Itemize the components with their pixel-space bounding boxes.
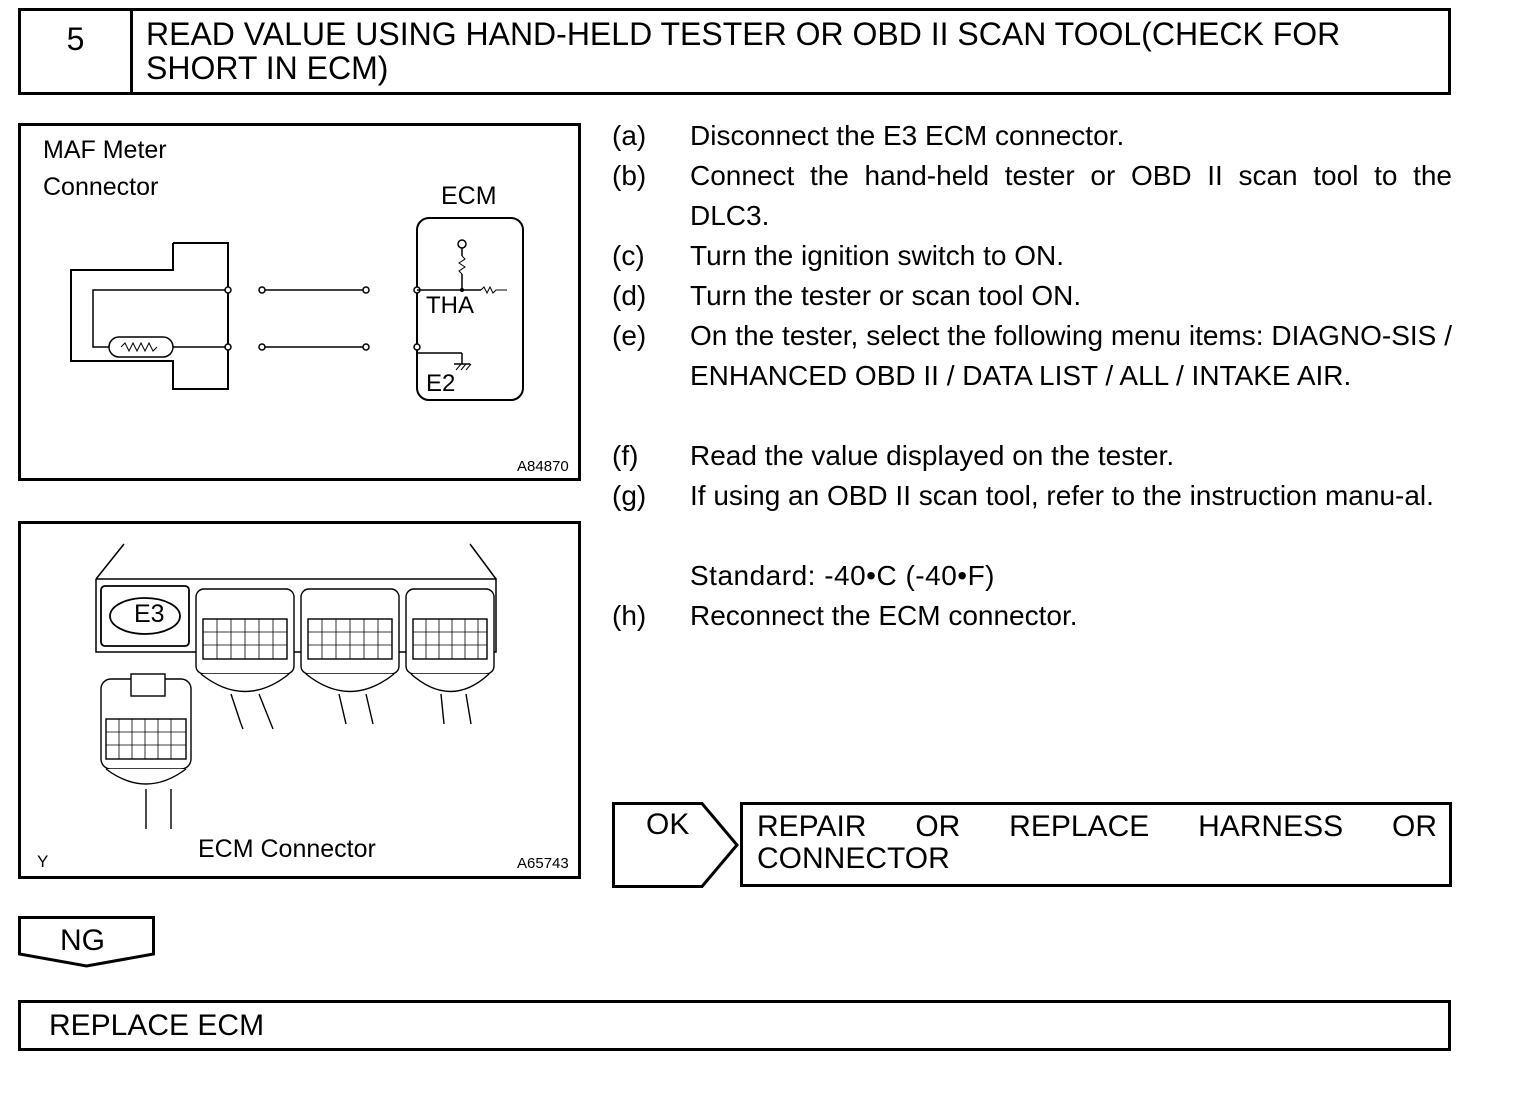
step-letter: (d) xyxy=(612,280,647,311)
step-letter: (f) xyxy=(612,440,639,471)
ng-result-box: REPLACE ECM xyxy=(18,1000,1451,1051)
step-text: Connect the hand-held tester or OBD II s… xyxy=(690,160,1452,231)
ecm-connector-caption: ECM Connector xyxy=(198,835,376,863)
step-letter: (h) xyxy=(612,600,647,631)
step-f: (f) Read the value displayed on the test… xyxy=(612,436,1452,476)
step-title: READ VALUE USING HAND-HELD TESTER OR OBD… xyxy=(146,16,1341,86)
ecm-connector-figure: E3 ECM Connector Y A65743 xyxy=(18,521,581,879)
step-d: (d) Turn the tester or scan tool ON. xyxy=(612,276,1452,316)
figure-id: A84870 xyxy=(517,458,569,475)
tha-label: THA xyxy=(426,292,474,319)
disconnected-e3-plug xyxy=(100,673,192,829)
ng-arrow-icon xyxy=(18,916,155,968)
corner-letter: Y xyxy=(37,852,49,871)
step-text: Reconnect the ECM connector. xyxy=(690,600,1078,631)
step-header: 5 READ VALUE USING HAND-HELD TESTER OR O… xyxy=(18,8,1451,95)
ok-result-line2: CONNECTOR xyxy=(757,842,950,875)
step-b: (b) Connect the hand-held tester or OBD … xyxy=(612,156,1452,236)
ecm-label: ECM xyxy=(441,182,497,210)
ng-result-text: REPLACE ECM xyxy=(49,1009,265,1042)
maf-terminal-top xyxy=(224,286,232,294)
step-letter: (e) xyxy=(612,320,647,351)
wiring-schematic xyxy=(70,217,524,401)
step-letter: (g) xyxy=(612,480,647,511)
step-text: If using an OBD II scan tool, refer to t… xyxy=(690,480,1434,511)
wiring-diagram-figure: MAF Meter Connector ECM xyxy=(18,123,581,481)
step-e: (e) On the tester, select the following … xyxy=(612,316,1452,436)
e3-label: E3 xyxy=(134,600,165,628)
step-c: (c) Turn the ignition switch to ON. xyxy=(612,236,1452,276)
ok-result-box: REPAIR OR REPLACE HARNESS OR CONNECTOR xyxy=(740,802,1452,887)
thermistor-symbol xyxy=(108,336,174,358)
ok-arrow-icon xyxy=(612,802,739,888)
step-g: (g) If using an OBD II scan tool, refer … xyxy=(612,476,1452,556)
ecm-housing xyxy=(95,578,497,653)
step-text: Turn the ignition switch to ON. xyxy=(690,240,1065,271)
step-a: (a) Disconnect the E3 ECM connector. xyxy=(612,116,1452,156)
figure-id: A65743 xyxy=(517,855,569,872)
ecm-box xyxy=(416,217,524,401)
step-h: (h) Reconnect the ECM connector. xyxy=(612,596,1452,636)
step-text: On the tester, select the following menu… xyxy=(690,320,1452,391)
ok-label: OK xyxy=(646,808,690,841)
maf-connector-outline xyxy=(70,242,229,390)
step-letter: (a) xyxy=(612,120,647,151)
step-letter: (b) xyxy=(612,160,647,191)
maf-terminal-bottom xyxy=(224,343,232,351)
ecm-connector-illustration xyxy=(95,543,497,829)
plug-3 xyxy=(405,588,495,725)
e2-label: E2 xyxy=(426,370,456,397)
standard-value: Standard: -40•C (-40•F) xyxy=(690,560,995,591)
connector-label: Connector xyxy=(43,173,159,201)
step-letter: (c) xyxy=(612,240,645,271)
step-text: Disconnect the E3 ECM connector. xyxy=(690,120,1125,151)
step-text: Turn the tester or scan tool ON. xyxy=(690,280,1082,311)
maf-meter-label: MAF Meter xyxy=(43,136,167,164)
step-number: 5 xyxy=(21,11,133,92)
thermistor-zigzag xyxy=(120,341,158,353)
step-text: Read the value displayed on the tester. xyxy=(690,440,1175,471)
ng-label: NG xyxy=(60,924,105,957)
ok-result-line1: REPAIR OR REPLACE HARNESS OR xyxy=(757,810,1437,843)
